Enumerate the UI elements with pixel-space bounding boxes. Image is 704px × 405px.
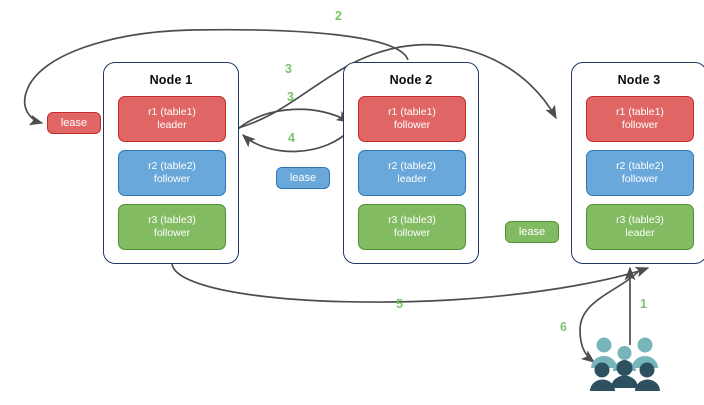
replica-name: r1 (table1): [616, 106, 664, 118]
replica-role: follower: [393, 227, 431, 239]
node-card-node3[interactable]: Node 3 r1 (table1) follower r2 (table2) …: [571, 62, 704, 264]
replica-role: leader: [157, 119, 187, 131]
users-group-icon: [590, 337, 660, 391]
replica-name: r1 (table1): [148, 106, 196, 118]
step-label-4: 4: [288, 131, 295, 145]
replica-role: follower: [153, 173, 191, 185]
step-label-5: 5: [396, 297, 403, 311]
replica-role: follower: [393, 119, 431, 131]
node-card-node2[interactable]: Node 2 r1 (table1) follower r2 (table2) …: [343, 62, 479, 264]
replica-name: r2 (table2): [388, 160, 436, 172]
user-figure-front-center: [611, 360, 638, 388]
replica-r3[interactable]: r3 (table3) follower: [358, 204, 466, 250]
user-figure-front-right: [635, 362, 660, 391]
replica-r2[interactable]: r2 (table2) follower: [118, 150, 226, 196]
replica-r1[interactable]: r1 (table1) follower: [358, 96, 466, 142]
lease-badge-r3[interactable]: lease: [505, 221, 559, 243]
step-label-2: 2: [335, 9, 342, 23]
node-title: Node 2: [389, 73, 433, 87]
replica-name: r1 (table1): [388, 106, 436, 118]
replica-name: r2 (table2): [148, 160, 196, 172]
replica-r1[interactable]: r1 (table1) leader: [118, 96, 226, 142]
step-label-3-node2: 3: [287, 90, 294, 104]
lease-badge-r1[interactable]: lease: [47, 112, 101, 134]
replica-name: r3 (table3): [148, 214, 196, 226]
edge-step-6: [579, 269, 641, 363]
user-figure-front-left: [590, 362, 615, 391]
replica-r1[interactable]: r1 (table1) follower: [586, 96, 694, 142]
replica-role: leader: [625, 227, 655, 239]
replica-name: r2 (table2): [616, 160, 664, 172]
edge-step-3-node3: [237, 43, 557, 129]
replica-r3[interactable]: r3 (table3) follower: [118, 204, 226, 250]
edge-step-5: [171, 263, 650, 303]
replica-role: follower: [153, 227, 191, 239]
replica-name: r3 (table3): [388, 214, 436, 226]
step-label-3-node3: 3: [285, 62, 292, 76]
replica-r2[interactable]: r2 (table2) follower: [586, 150, 694, 196]
edge-step-3-node2: [237, 108, 351, 130]
edge-step-2: [23, 28, 409, 126]
replica-role: leader: [397, 173, 427, 185]
node-title: Node 3: [617, 73, 661, 87]
edge-step-4: [241, 127, 353, 153]
replica-role: follower: [621, 119, 659, 131]
lease-badge-r2[interactable]: lease: [276, 167, 330, 189]
node-title: Node 1: [149, 73, 193, 87]
replica-r2[interactable]: r2 (table2) leader: [358, 150, 466, 196]
node-card-node1[interactable]: Node 1 r1 (table1) leader r2 (table2) fo…: [103, 62, 239, 264]
replica-r3[interactable]: r3 (table3) leader: [586, 204, 694, 250]
replica-role: follower: [621, 173, 659, 185]
replica-name: r3 (table3): [616, 214, 664, 226]
step-label-6: 6: [560, 320, 567, 334]
step-label-1: 1: [640, 297, 647, 311]
